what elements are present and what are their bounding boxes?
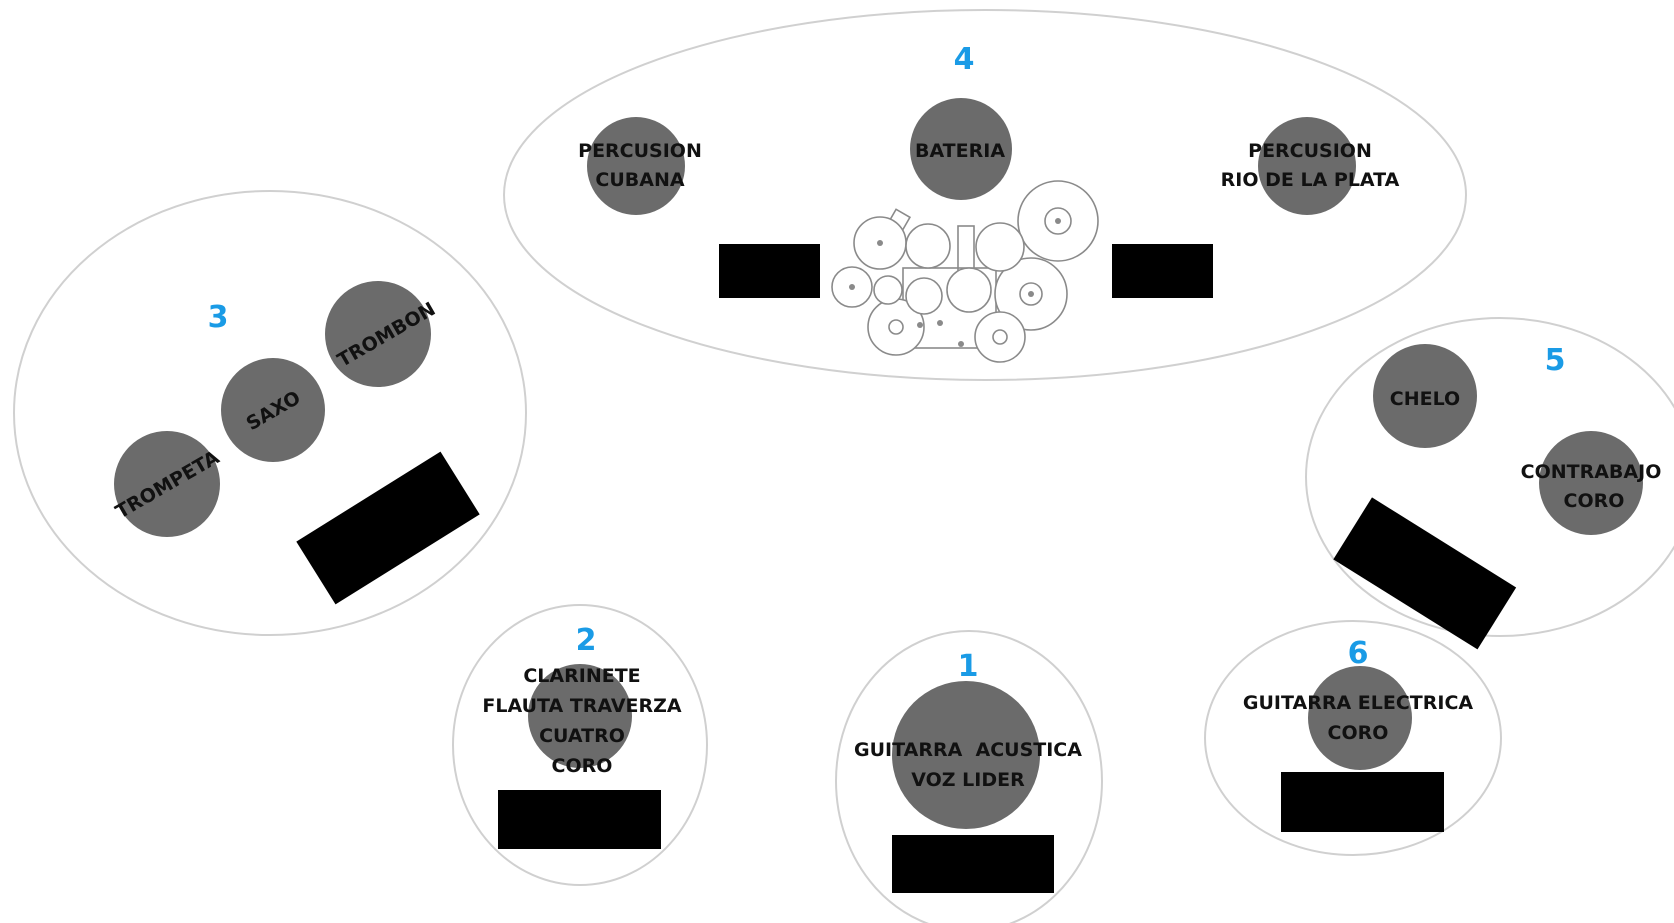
zone-6-number: 6: [1348, 636, 1369, 671]
zone-5-number: 5: [1545, 343, 1566, 378]
label-guitarra-acustica: GUITARRA ACUSTICA: [854, 739, 1082, 761]
musician-contrabajo: [1539, 431, 1643, 535]
zone-2-number: 2: [576, 623, 597, 658]
label-percusion-rio-1: PERCUSION: [1248, 140, 1372, 162]
musician-trompeta: [114, 431, 220, 537]
musician-trombon: [325, 281, 431, 387]
musician-bateria: [910, 98, 1012, 200]
monitor-1: [892, 835, 1054, 893]
musician-guitarra-acustica: [892, 681, 1040, 829]
label-cuatro: CUATRO: [539, 725, 625, 747]
label-coro-6: CORO: [1328, 722, 1389, 744]
zone-3: 3 TROMPETA SAXO TROMBON: [13, 190, 527, 636]
zone-2: 2 CLARINETE FLAUTA TRAVERZA CUATRO CORO: [452, 604, 708, 886]
label-coro-2: CORO: [552, 755, 613, 777]
zone-1: 1 GUITARRA ACUSTICA VOZ LIDER: [835, 630, 1103, 923]
label-bateria: BATERIA: [915, 140, 1005, 162]
zone-5: 5 CHELO CONTRABAJO CORO: [1305, 317, 1674, 650]
zone-1-number: 1: [958, 649, 979, 684]
musician-clarinete: [528, 664, 632, 768]
label-percusion-rio-2: RIO DE LA PLATA: [1221, 169, 1400, 191]
musician-percusion-cubana: [587, 117, 685, 215]
monitor-2: [498, 790, 661, 849]
label-contrabajo: CONTRABAJO: [1521, 461, 1662, 483]
zone-4-number: 4: [954, 42, 975, 77]
monitor-4b: [1112, 244, 1213, 298]
monitor-3: [296, 451, 480, 605]
label-chelo: CHELO: [1390, 388, 1460, 410]
label-clarinete: CLARINETE: [523, 665, 640, 687]
musician-saxo: [221, 358, 325, 462]
label-contrabajo-coro: CORO: [1564, 490, 1625, 512]
label-guitarra-electrica: GUITARRA ELECTRICA: [1243, 692, 1473, 714]
label-percusion-cubana-2: CUBANA: [595, 169, 684, 191]
zone-3-number: 3: [208, 300, 229, 335]
label-voz-lider: VOZ LIDER: [911, 769, 1025, 791]
zone-6: 6 GUITARRA ELECTRICA CORO: [1204, 620, 1502, 856]
drum-kit-icon: [831, 180, 1099, 363]
musician-chelo: [1373, 344, 1477, 448]
musician-percusion-rio: [1258, 117, 1356, 215]
zone-4: 4 PERCUSION CUBANA BATERIA PERCUSION RIO…: [503, 9, 1467, 381]
monitor-4a: [719, 244, 820, 298]
label-flauta-traverza: FLAUTA TRAVERZA: [482, 695, 682, 717]
label-percusion-cubana-1: PERCUSION: [578, 140, 702, 162]
monitor-5: [1333, 497, 1517, 650]
musician-guitarra-electrica: [1308, 666, 1412, 770]
monitor-6: [1281, 772, 1444, 832]
